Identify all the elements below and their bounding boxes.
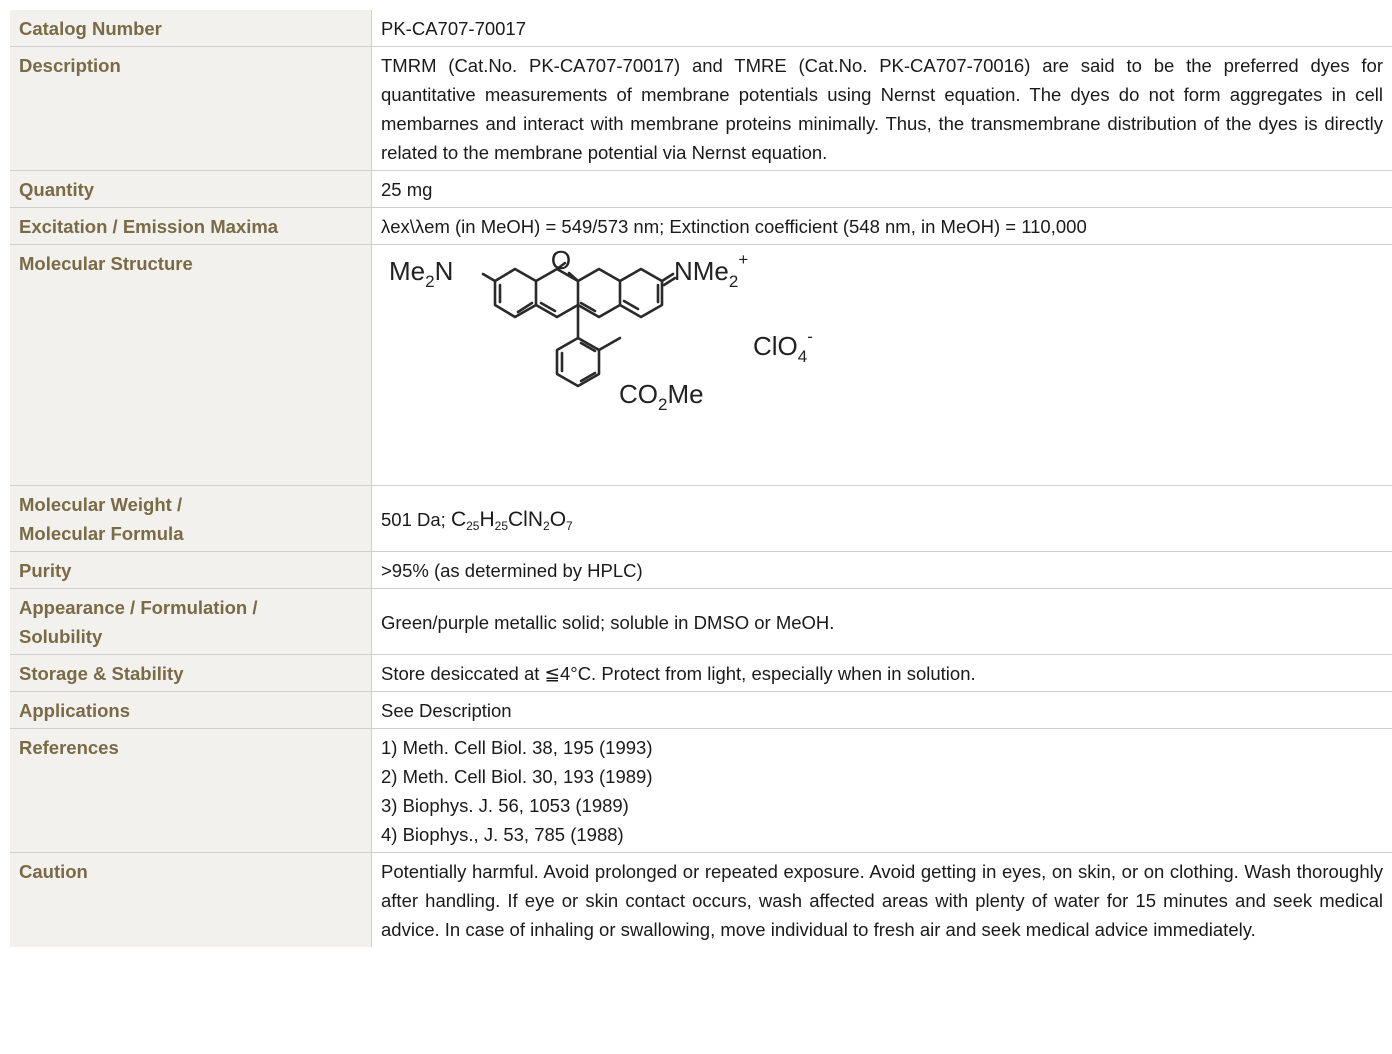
molecular-structure-image: Me2N O NMe2+ ClO4- CO2Me	[389, 245, 813, 414]
description-label: Description	[10, 46, 372, 171]
reference-item: 2) Meth. Cell Biol. 30, 193 (1989)	[381, 766, 653, 787]
molecular-weight-formula-label: Molecular Weight / Molecular Formula	[10, 485, 372, 552]
applications-value: See Description	[371, 691, 1392, 729]
row-purity: Purity >95% (as determined by HPLC)	[10, 551, 1392, 589]
caution-value: Potentially harmful. Avoid prolonged or …	[371, 852, 1392, 947]
row-appearance: Appearance / Formulation / Solubility Gr…	[10, 588, 1392, 655]
molecular-weight-label-line1: Molecular Weight /	[19, 494, 183, 515]
excitation-emission-value: λex\λem (in MeOH) = 549/573 nm; Extincti…	[371, 207, 1392, 245]
reference-item: 1) Meth. Cell Biol. 38, 195 (1993)	[381, 737, 653, 758]
counterion-text: ClO4-	[753, 327, 813, 366]
left-amine-text: Me2N	[389, 256, 453, 291]
quantity-value: 25 mg	[371, 170, 1392, 208]
molecular-structure-label: Molecular Structure	[10, 244, 372, 486]
appearance-value: Green/purple metallic solid; soluble in …	[371, 588, 1392, 655]
row-references: References 1) Meth. Cell Biol. 38, 195 (…	[10, 728, 1392, 853]
references-label: References	[10, 728, 372, 853]
row-applications: Applications See Description	[10, 691, 1392, 729]
storage-stability-value: Store desiccated at ≦4°C. Protect from l…	[371, 654, 1392, 692]
caution-label: Caution	[10, 852, 372, 947]
spec-table: Catalog Number PK-CA707-70017 Descriptio…	[10, 10, 1392, 947]
quantity-label: Quantity	[10, 170, 372, 208]
references-list: 1) Meth. Cell Biol. 38, 195 (1993) 2) Me…	[371, 728, 1392, 853]
row-molecular-weight-formula: Molecular Weight / Molecular Formula 501…	[10, 485, 1392, 552]
row-caution: Caution Potentially harmful. Avoid prolo…	[10, 852, 1392, 947]
oxygen-text: O	[551, 245, 571, 275]
product-datasheet: Catalog Number PK-CA707-70017 Descriptio…	[10, 10, 1392, 947]
catalog-number-value: PK-CA707-70017	[371, 10, 1392, 47]
purity-label: Purity	[10, 551, 372, 589]
row-quantity: Quantity 25 mg	[10, 170, 1392, 208]
appearance-label: Appearance / Formulation / Solubility	[10, 588, 372, 655]
molecular-structure-cell: Me2N O NMe2+ ClO4- CO2Me	[371, 244, 1392, 486]
molecular-weight-formula-value: 501 Da; C25H25ClN2O7	[371, 485, 1392, 552]
description-value: TMRM (Cat.No. PK-CA707-70017) and TMRE (…	[371, 46, 1392, 171]
catalog-number-label: Catalog Number	[10, 10, 372, 47]
row-description: Description TMRM (Cat.No. PK-CA707-70017…	[10, 46, 1392, 171]
storage-stability-label: Storage & Stability	[10, 654, 372, 692]
excitation-emission-label: Excitation / Emission Maxima	[10, 207, 372, 245]
molecular-weight-text: 501 Da;	[381, 508, 451, 530]
right-amine-text: NMe2+	[674, 250, 748, 291]
purity-value: >95% (as determined by HPLC)	[371, 551, 1392, 589]
appearance-label-line1: Appearance / Formulation /	[19, 597, 258, 618]
ester-text: CO2Me	[619, 379, 704, 414]
row-catalog-number: Catalog Number PK-CA707-70017	[10, 10, 1392, 47]
row-storage-stability: Storage & Stability Store desiccated at …	[10, 654, 1392, 692]
molecular-weight-label-line2: Molecular Formula	[19, 523, 184, 544]
reference-item: 3) Biophys. J. 56, 1053 (1989)	[381, 795, 629, 816]
row-molecular-structure: Molecular Structure	[10, 244, 1392, 486]
applications-label: Applications	[10, 691, 372, 729]
row-excitation-emission: Excitation / Emission Maxima λex\λem (in…	[10, 207, 1392, 245]
reference-item: 4) Biophys., J. 53, 785 (1988)	[381, 824, 624, 845]
appearance-label-line2: Solubility	[19, 626, 103, 647]
molecular-formula: C25H25ClN2O7	[450, 507, 573, 533]
